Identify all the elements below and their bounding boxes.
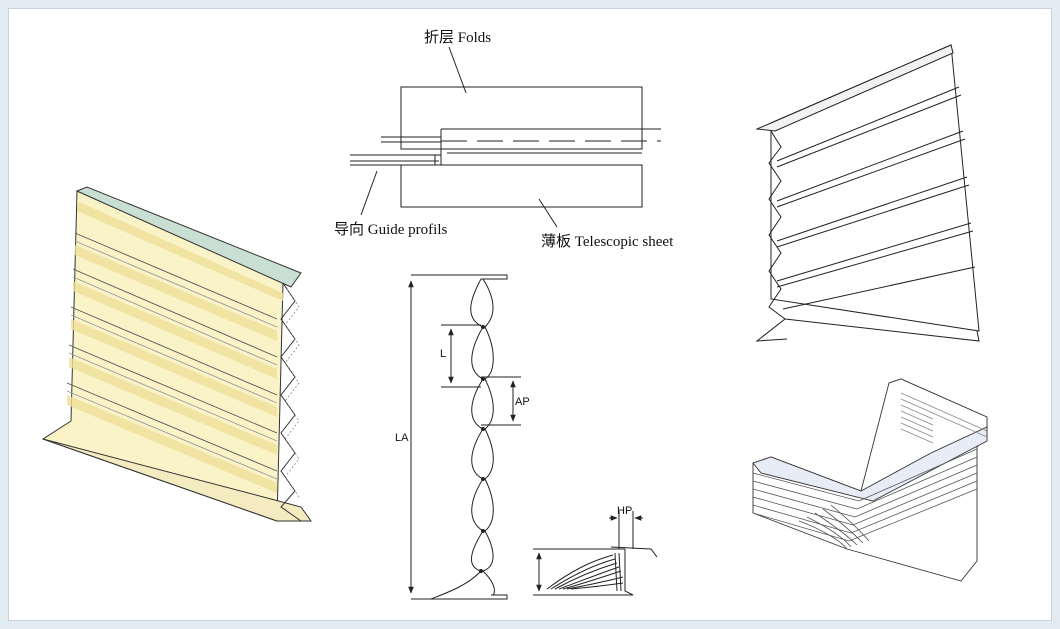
folds-section-schematic (350, 46, 661, 228)
folds-label: 折层 Folds (424, 29, 491, 46)
telescopic-sheet-label: 薄板 Telescopic sheet (541, 232, 674, 250)
l-dimension: L (440, 348, 446, 360)
compressed-folds-detail (533, 511, 658, 596)
guide-profils-label: 导向 Guide profils (334, 221, 447, 238)
u-shape-bellows-illustration (752, 378, 988, 582)
hp-dimension: HP (617, 505, 632, 517)
ap-dimension: AP (515, 396, 530, 408)
yellow-bellows-illustration (41, 186, 312, 522)
la-dimension: LA (395, 432, 409, 444)
line-art-bellows-illustration (755, 44, 980, 342)
bellows-diagram: 折层 Folds 导向 Guide profils 薄板 Telescopic … (41, 29, 988, 600)
bellows-side-profile (411, 274, 521, 600)
diagram-frame: 折层 Folds 导向 Guide profils 薄板 Telescopic … (8, 8, 1052, 621)
